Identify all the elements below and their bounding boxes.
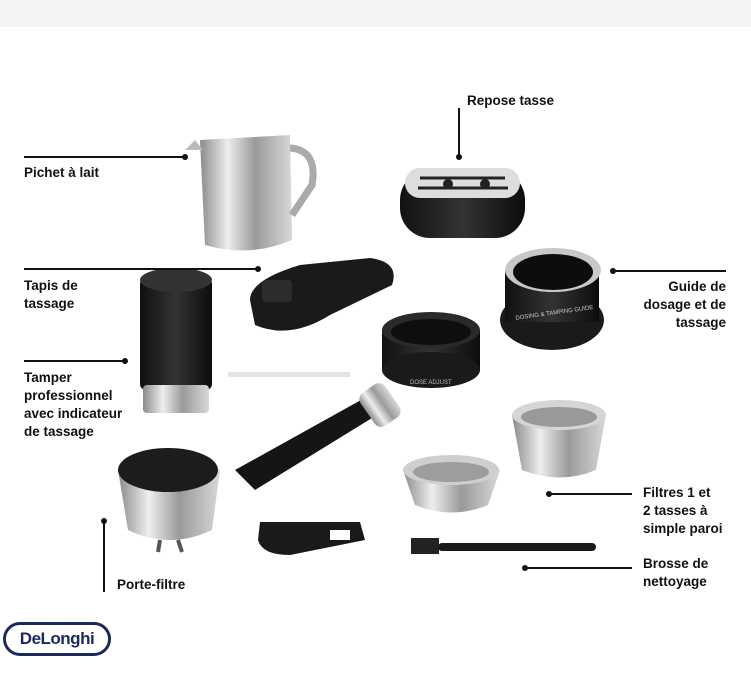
label-line: Pichet à lait [24,165,100,180]
label-tapis: Tapis de tassage [24,277,78,313]
milk-pitcher-image [185,135,317,251]
indicator-strip-image [228,372,350,377]
leader-line [24,360,124,362]
leader-dot [456,154,462,160]
label-line: 2 tasses à [643,503,708,518]
leader-line [24,156,184,158]
filter-baskets-image [403,400,606,513]
label-guide: Guide de dosage et de tassage [600,278,726,332]
label-line: nettoyage [643,574,707,589]
label-line: Brosse de [643,556,709,571]
label-pichet: Pichet à lait [24,164,99,182]
leader-dot [182,154,188,160]
label-line: Guide de [668,279,726,294]
label-line: simple paroi [643,521,723,536]
delonghi-logo: DeLonghi [3,622,111,656]
label-line: de tassage [24,424,94,439]
label-filtres: Filtres 1 et 2 tasses à simple paroi [643,484,723,538]
label-line: Tapis de [24,278,78,293]
dose-adjust-image: DOSE ADJUST [382,312,480,388]
label-line: tassage [675,315,726,330]
leader-dot [546,491,552,497]
leader-line [103,521,105,592]
logo-text: DeLonghi [19,629,95,648]
label-line: Filtres 1 et [643,485,711,500]
leader-line [525,567,632,569]
portafilter-image [118,383,401,553]
label-tamper: Tamper professionnel avec indicateur de tas… [24,369,122,441]
label-line: professionnel [24,388,113,403]
top-band [0,0,751,27]
label-line: dosage et de [643,297,726,312]
leader-dot [255,266,261,272]
label-line: Porte-filtre [117,577,186,592]
label-brosse: Brosse de nettoyage [643,555,708,591]
label-line: tassage [24,296,75,311]
leader-line [549,493,632,495]
label-repose-tasse: Repose tasse [467,92,554,110]
leader-dot [122,358,128,364]
label-line: Repose tasse [467,93,555,108]
leader-line [613,270,726,272]
label-porte-filtre: Porte-filtre [117,576,185,594]
leader-dot [101,518,107,524]
portafilter-key-image [258,522,365,555]
cleaning-brush-image [411,538,596,554]
leader-dot [522,565,528,571]
leader-line [458,108,460,156]
tamper-image [140,268,212,413]
tamping-mat-image [250,258,394,331]
dose-print: DOSE ADJUST [410,380,452,386]
leader-line [24,268,257,270]
dosing-guide-image: DOSING & TAMPING GUIDE [500,248,604,350]
label-line: avec indicateur [24,406,123,421]
leader-dot [610,268,616,274]
cup-rest-image [400,168,525,238]
label-line: Tamper [24,370,72,385]
